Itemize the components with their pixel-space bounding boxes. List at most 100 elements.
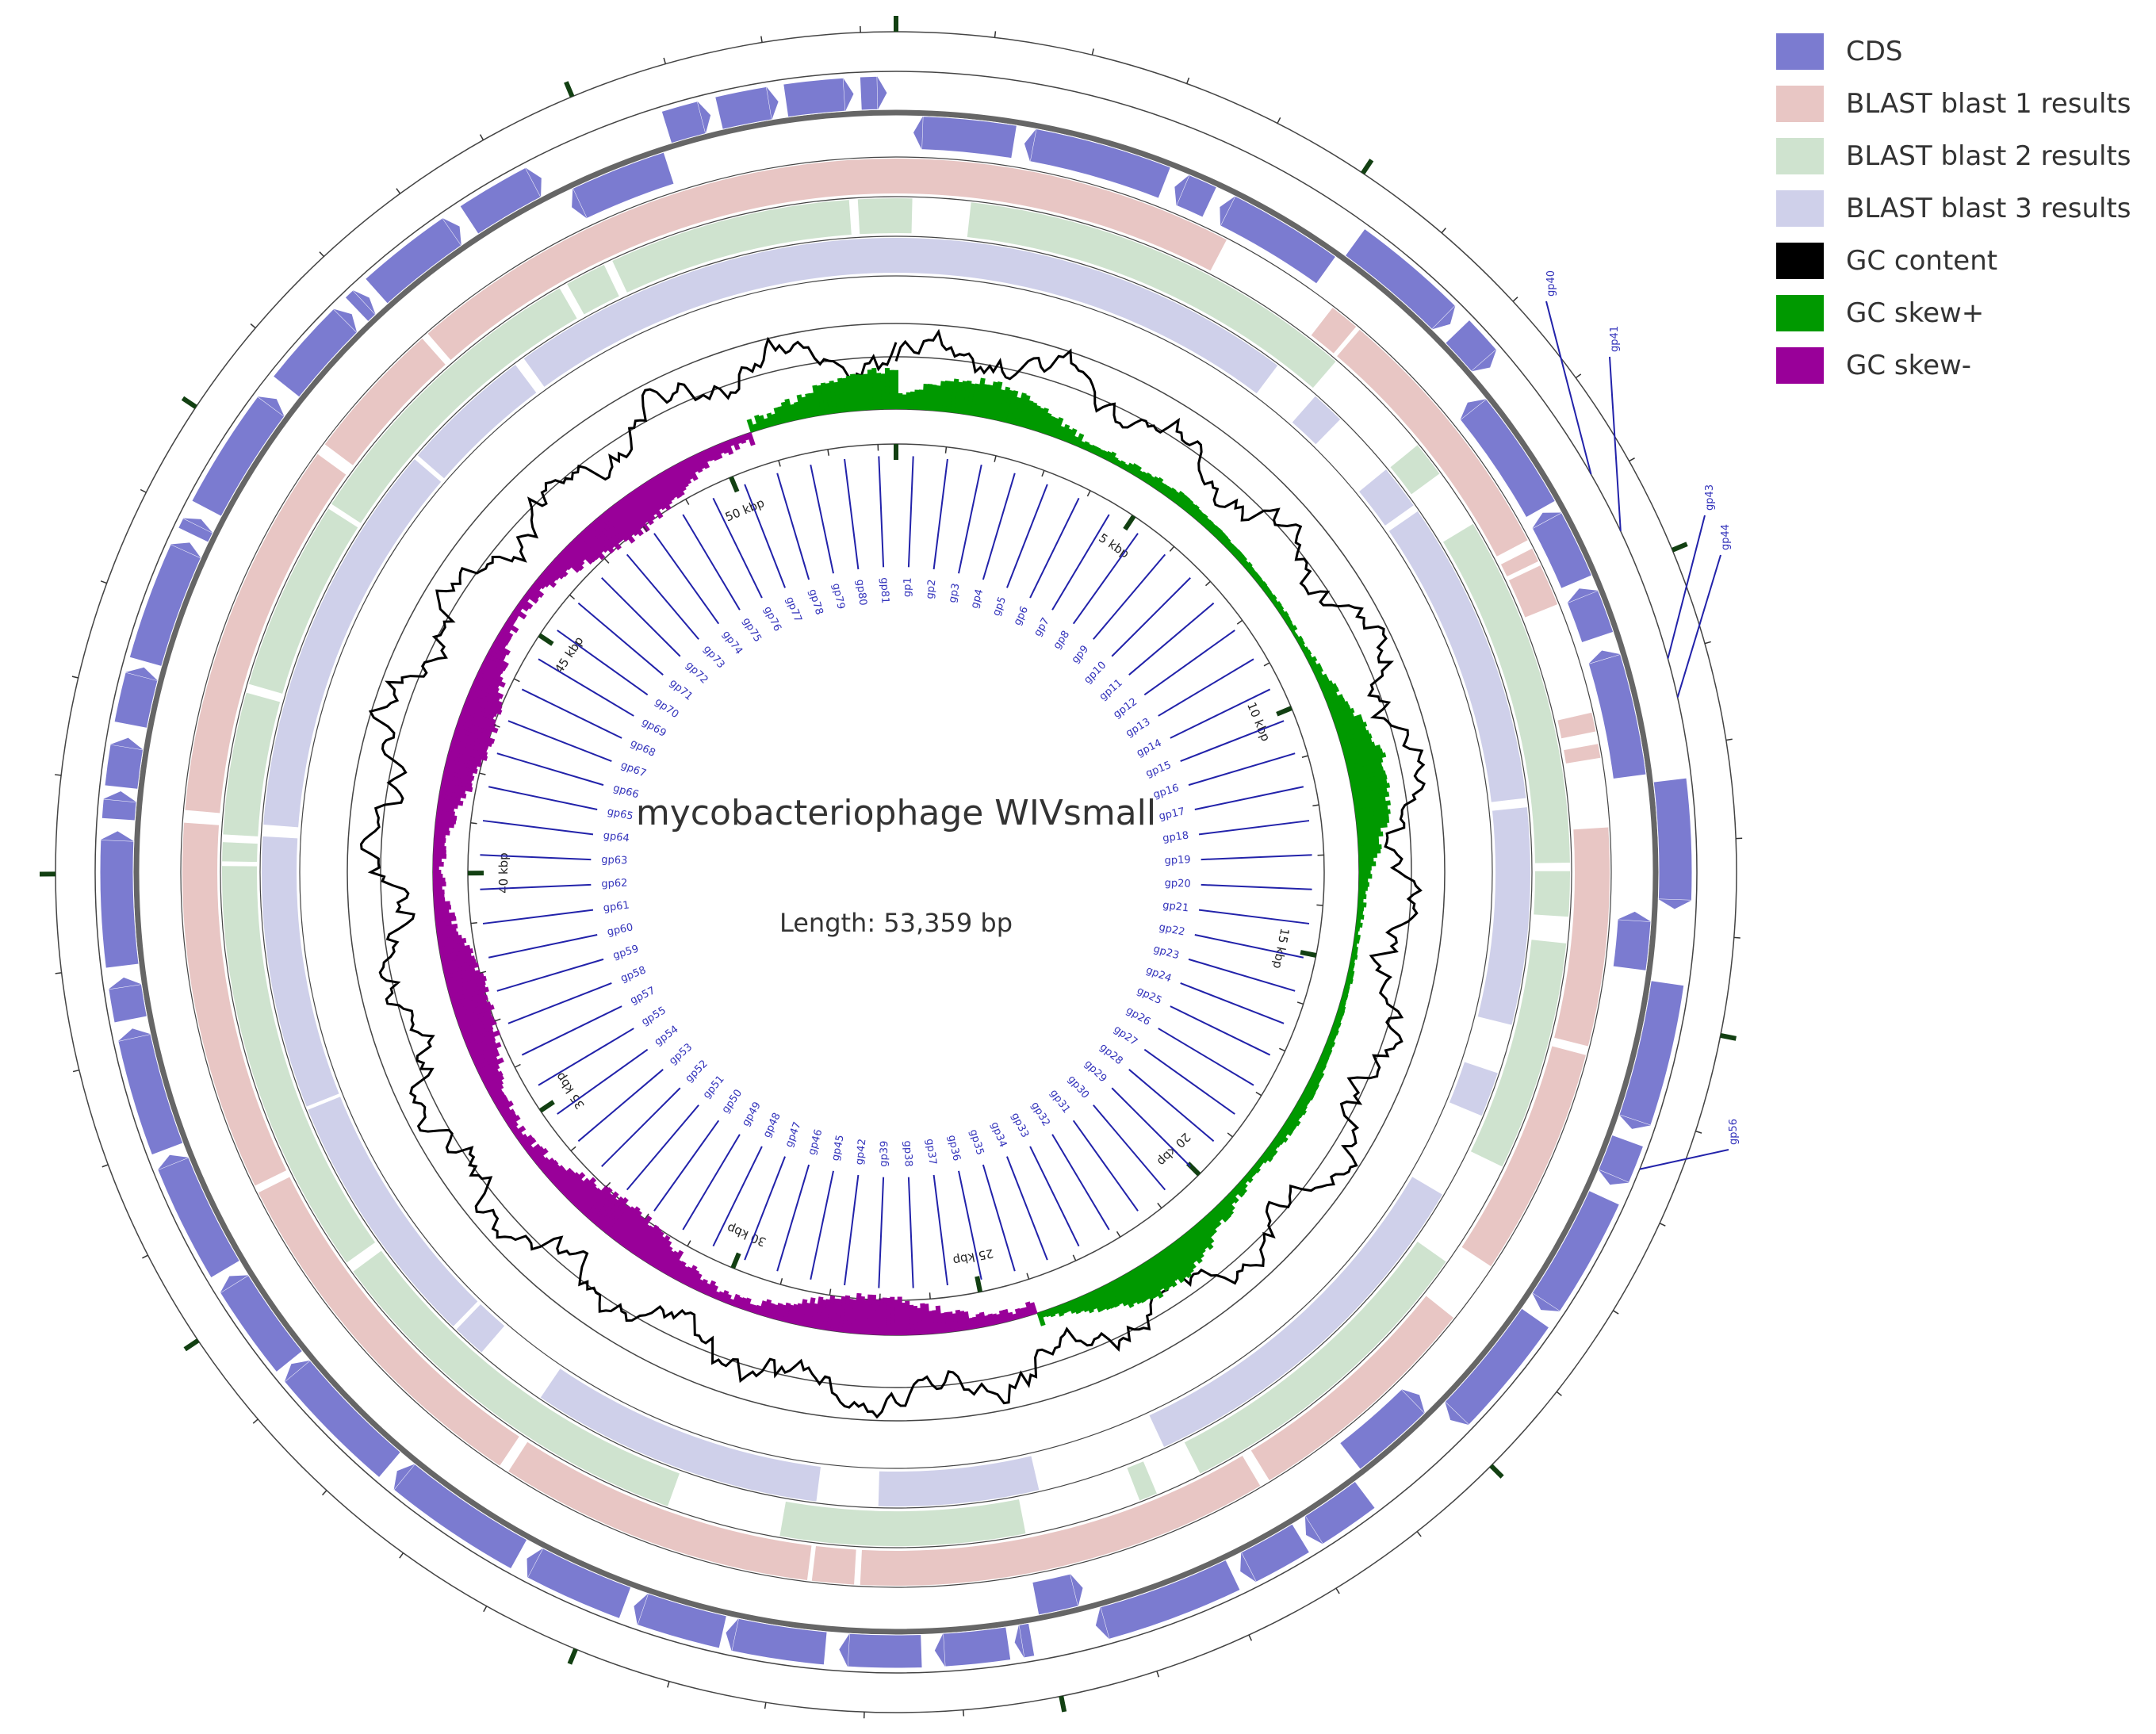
position-tick	[929, 1292, 931, 1300]
gc-skew-minus-bar	[534, 1154, 546, 1166]
gc-skew-plus-bar	[758, 415, 768, 429]
cds-feature	[191, 396, 285, 518]
gene-label: gp27	[1111, 1024, 1139, 1048]
position-tick	[470, 921, 477, 924]
gc-skew-minus-bar	[500, 628, 514, 639]
gene-label: gp65	[606, 806, 634, 822]
gc-skew-plus-bar	[937, 381, 946, 411]
gc-skew-minus-bar	[773, 1303, 783, 1320]
position-tick	[603, 557, 610, 564]
gc-skew-minus-bar	[437, 801, 458, 810]
cds-arrowhead	[352, 290, 376, 315]
gc-skew-plus-bar	[1086, 1292, 1097, 1311]
blast-1-hit	[1311, 308, 1357, 354]
gene-label-line	[496, 958, 604, 992]
gc-skew-plus-bar	[1278, 1129, 1289, 1138]
gc-skew-plus-bar	[1319, 1055, 1330, 1062]
gc-skew-minus-bar	[450, 986, 489, 1002]
gc-skew-minus-bar	[457, 1009, 492, 1025]
gene-label: gp25	[1135, 985, 1163, 1007]
gene-label: gp57	[629, 985, 657, 1007]
gene-label-line	[1128, 602, 1215, 676]
gc-skew-plus-bar	[921, 383, 929, 411]
outer-gene-label: gp41	[1609, 326, 1621, 352]
gc-skew-minus-bar	[659, 472, 678, 500]
gc-skew-plus-bar	[1235, 552, 1245, 561]
gc-skew-minus-bar	[478, 667, 504, 683]
gc-skew-plus-bar	[1273, 601, 1282, 609]
gc-skew-minus-bar	[995, 1313, 1003, 1324]
gc-skew-minus-bar	[508, 614, 518, 623]
gc-skew-minus-bar	[849, 1299, 858, 1334]
gc-skew-plus-bar	[1333, 1020, 1342, 1028]
gene-label: gp32	[1028, 1100, 1052, 1128]
gc-skew-plus-bar	[809, 392, 818, 417]
position-tick	[779, 1278, 783, 1285]
gc-skew-plus-bar	[1024, 402, 1038, 429]
gc-skew-minus-bar	[492, 1091, 506, 1103]
cds-arrowhead	[333, 308, 358, 333]
gc-skew-plus-bar	[784, 398, 795, 422]
gene-label-line	[776, 1164, 810, 1272]
kbp-label: 30 kbp	[725, 1220, 768, 1249]
gc-skew-minus-bar	[511, 1125, 519, 1134]
gene-label: gp24	[1144, 964, 1173, 985]
blast-2-hit	[1390, 445, 1440, 495]
gc-skew-minus-bar	[662, 1250, 680, 1275]
gc-skew-minus-bar	[504, 621, 519, 634]
position-tick	[1041, 470, 1045, 477]
gc-skew-plus-bar	[1139, 1263, 1164, 1299]
gc-skew-minus-bar	[735, 436, 742, 445]
gc-skew-minus-bar	[435, 825, 450, 832]
gene-label: gp51	[701, 1074, 727, 1101]
gc-skew-minus-bar	[691, 1273, 703, 1290]
gc-skew-plus-bar	[1249, 1168, 1258, 1176]
cds-arrowhead	[1070, 1574, 1083, 1606]
position-tick	[479, 772, 486, 775]
gc-skew-plus-bar	[1315, 1066, 1325, 1074]
gc-skew-plus-bar	[1197, 513, 1208, 525]
gc-skew-plus-bar	[1358, 894, 1367, 900]
cds-arrowhead	[103, 790, 137, 802]
blast-3-hit	[1449, 1062, 1498, 1116]
position-tick	[181, 396, 197, 409]
genome-title: mycobacteriophage WIVsmall	[636, 793, 1156, 833]
gc-skew-plus-bar	[1219, 534, 1229, 544]
gc-skew-plus-bar	[906, 392, 911, 410]
position-tick	[730, 1252, 741, 1269]
gc-skew-minus-bar	[473, 678, 500, 694]
gc-skew-minus-bar	[952, 1313, 959, 1332]
gc-skew-minus-bar	[504, 1112, 518, 1123]
gc-skew-plus-bar	[1212, 1206, 1229, 1223]
gc-skew-plus-bar	[1301, 646, 1310, 653]
gc-skew-minus-bar	[442, 959, 477, 971]
cds-arrowhead	[634, 1593, 649, 1625]
gc-skew-plus-bar	[1089, 444, 1097, 454]
gc-skew-minus-bar	[438, 937, 467, 947]
gc-skew-plus-bar	[1337, 722, 1368, 736]
gene-label-line	[538, 1028, 634, 1086]
gc-skew-minus-bar	[694, 1278, 704, 1292]
gc-skew-minus-bar	[434, 901, 450, 907]
gc-skew-minus-bar	[702, 1282, 711, 1295]
gc-skew-minus-bar	[475, 1055, 498, 1070]
cds-arrowhead	[1532, 1292, 1561, 1311]
track-outline	[299, 275, 1493, 1469]
cds-arrowhead	[1174, 174, 1189, 206]
gc-content-line	[359, 328, 1426, 1419]
gc-skew-minus-bar	[909, 1304, 915, 1335]
gc-skew-plus-bar	[1259, 1155, 1269, 1164]
position-tick	[1263, 662, 1270, 667]
cds-arrowhead	[157, 1154, 189, 1170]
position-tick	[567, 1648, 578, 1665]
gc-skew-minus-bar	[553, 557, 569, 572]
gc-skew-minus-bar	[489, 1088, 504, 1099]
gc-skew-plus-bar	[1358, 844, 1382, 851]
gc-skew-plus-bar	[1249, 568, 1257, 576]
gc-skew-minus-bar	[445, 761, 478, 775]
position-tick	[396, 188, 401, 194]
gc-skew-plus-bar	[801, 396, 810, 419]
gc-skew-minus-bar	[435, 920, 452, 928]
gc-skew-minus-bar	[998, 1310, 1007, 1323]
gene-label-line	[480, 883, 592, 890]
